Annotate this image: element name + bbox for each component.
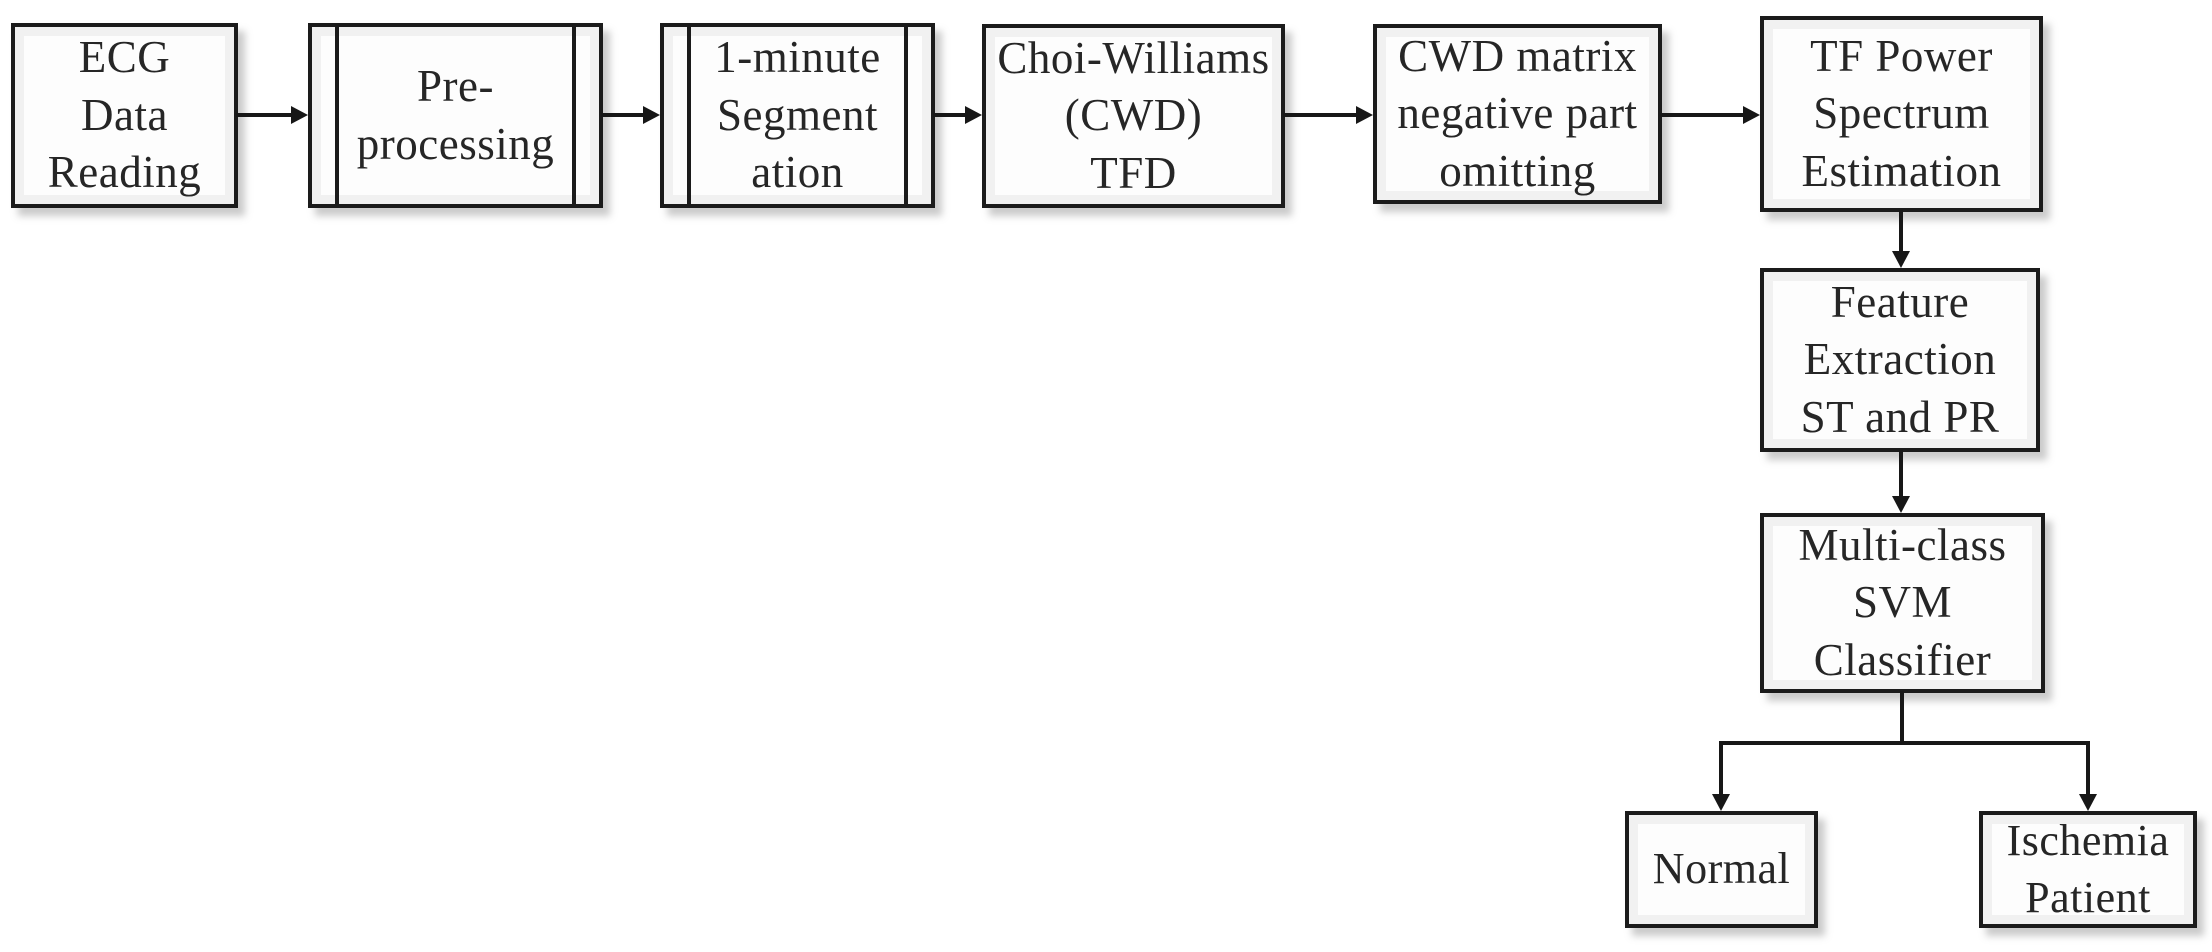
edge-branch-to-ischemia-arrowhead-icon (2079, 794, 2097, 811)
edge-preprocessing-to-segmentation-arrowhead-icon (643, 106, 660, 124)
edge-svm-branch-crossbar-line (1719, 741, 2090, 745)
node-segmentation-label: 1-minute Segment ation (714, 32, 881, 198)
node-normal-label: Normal (1652, 844, 1791, 894)
edge-segmentation-to-cwd-arrowhead-icon (965, 106, 982, 124)
subroutine-right-bar-icon (572, 27, 576, 204)
edge-tf-power-to-feature-arrowhead-icon (1892, 251, 1910, 268)
subroutine-left-bar-icon (687, 27, 691, 204)
edge-negative-omitting-to-tf-power-line (1660, 113, 1745, 117)
node-svm-classifier: Multi-class SVM Classifier (1760, 513, 2045, 693)
edge-feature-to-svm-line (1899, 450, 1903, 498)
subroutine-left-bar-icon (335, 27, 339, 204)
edge-preprocessing-to-segmentation-line (601, 113, 645, 117)
node-feature-extraction-label: Feature Extraction ST and PR (1800, 276, 2000, 442)
edge-ecg-to-preprocessing-line (236, 113, 293, 117)
node-tf-power-spectrum: TF Power Spectrum Estimation (1760, 16, 2043, 212)
node-cwd-tfd-label: Choi-Williams (CWD) TFD (997, 32, 1270, 198)
node-ecg-data-reading-label: ECG Data Reading (47, 32, 202, 198)
edge-branch-to-ischemia-line (2086, 741, 2090, 796)
edge-cwd-to-negative-omitting-line (1283, 113, 1358, 117)
node-feature-extraction: Feature Extraction ST and PR (1760, 268, 2040, 452)
edge-tf-power-to-feature-line (1899, 210, 1903, 253)
node-svm-classifier-label: Multi-class SVM Classifier (1798, 519, 2007, 685)
edge-negative-omitting-to-tf-power-arrowhead-icon (1743, 106, 1760, 124)
node-preprocessing: Pre- processing (308, 23, 603, 208)
node-cwd-negative-omitting-label: CWD matrix negative part omitting (1397, 30, 1638, 196)
node-preprocessing-label: Pre- processing (356, 60, 555, 169)
node-ecg-data-reading: ECG Data Reading (11, 23, 238, 208)
node-ischemia-patient-label: Ischemia Patient (2006, 816, 2170, 922)
edge-branch-to-normal-arrowhead-icon (1712, 794, 1730, 811)
edge-feature-to-svm-arrowhead-icon (1892, 496, 1910, 513)
edge-ecg-to-preprocessing-arrowhead-icon (291, 106, 308, 124)
subroutine-right-bar-icon (904, 27, 908, 204)
edge-branch-to-normal-line (1719, 741, 1723, 796)
node-normal: Normal (1625, 811, 1818, 928)
node-cwd-tfd: Choi-Williams (CWD) TFD (982, 24, 1285, 208)
edge-segmentation-to-cwd-line (933, 113, 967, 117)
edge-cwd-to-negative-omitting-arrowhead-icon (1356, 106, 1373, 124)
node-tf-power-spectrum-label: TF Power Spectrum Estimation (1801, 30, 2002, 196)
node-segmentation: 1-minute Segment ation (660, 23, 935, 208)
edge-svm-branch-stem-line (1900, 691, 1904, 745)
node-cwd-negative-omitting: CWD matrix negative part omitting (1373, 24, 1662, 204)
node-ischemia-patient: Ischemia Patient (1979, 811, 2197, 928)
